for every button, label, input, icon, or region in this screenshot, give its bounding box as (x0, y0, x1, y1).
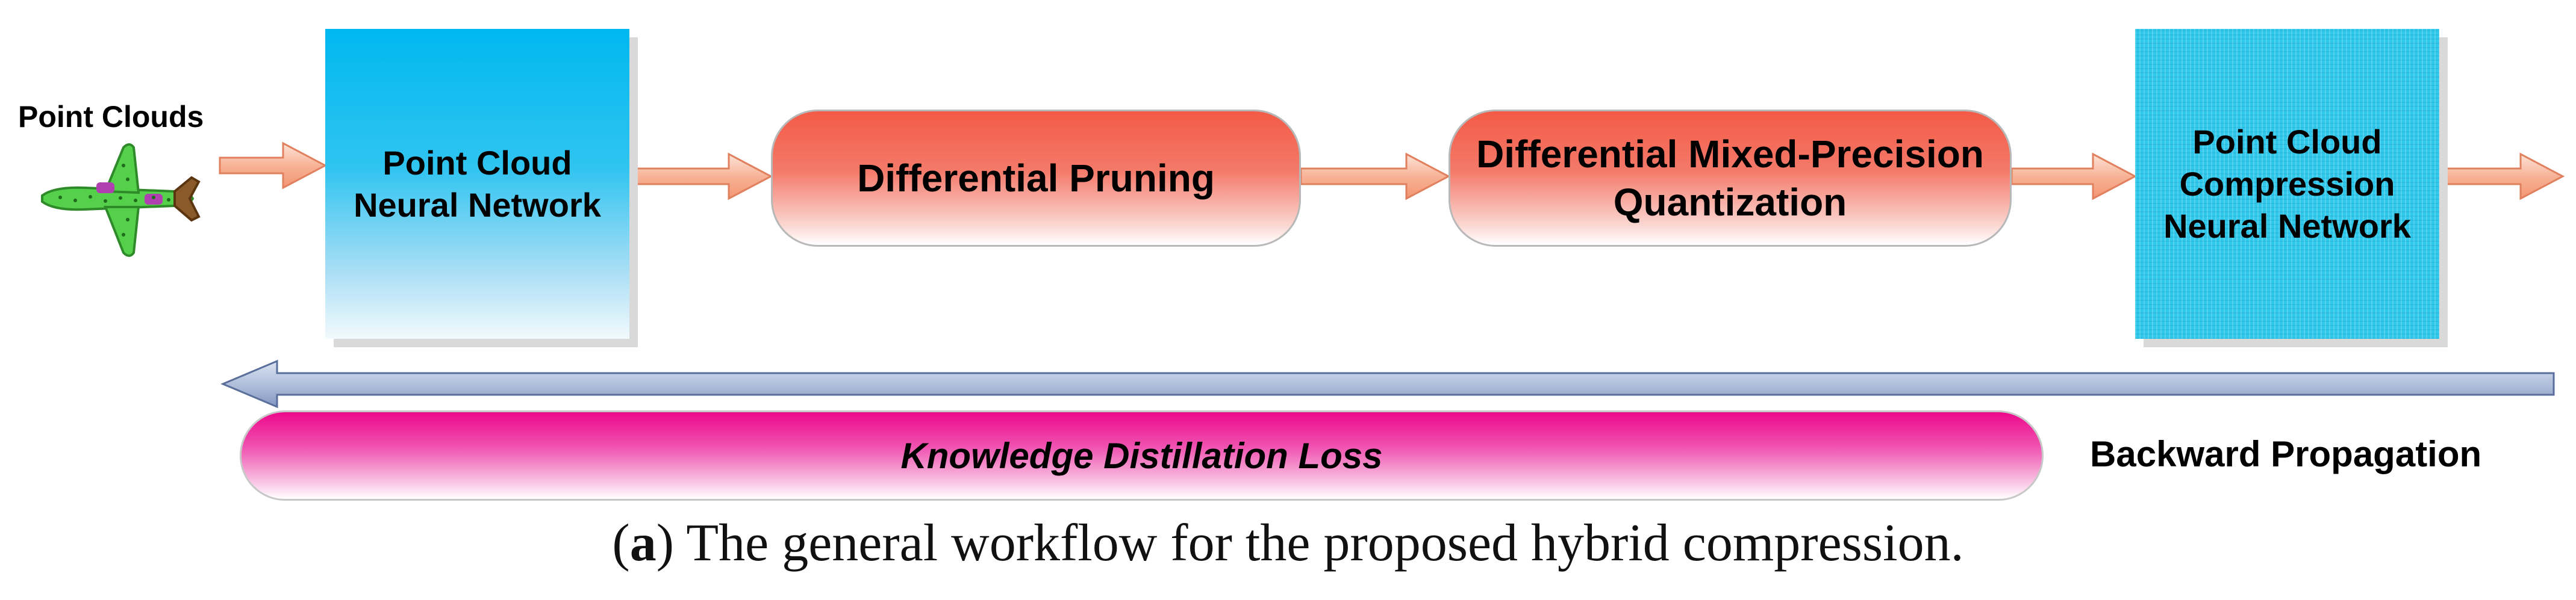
compression-neural-network-box: Point Cloud Compression Neural Network (2135, 29, 2439, 339)
mixed-precision-quantization-box: Differential Mixed-Precision Quantizatio… (1449, 110, 2012, 247)
point-cloud-neural-network-box: Point Cloud Neural Network (325, 29, 629, 339)
mixed-precision-quantization-label: Differential Mixed-Precision Quantizatio… (1476, 132, 1984, 224)
knowledge-distillation-loss-bar: Knowledge Distillation Loss (240, 410, 2044, 501)
figure-caption: (a) The general workflow for the propose… (612, 514, 1964, 572)
arrow-quant-to-compressed (2010, 152, 2138, 200)
backward-propagation-label: Backward Propagation (2090, 434, 2482, 474)
arrow-compressed-output (2444, 152, 2565, 200)
knowledge-distillation-loss-label: Knowledge Distillation Loss (900, 435, 1383, 476)
arrow-pruning-to-quant (1300, 152, 1451, 200)
caption-letter: a (629, 514, 656, 572)
arrow-pcnn-to-pruning (628, 152, 773, 200)
caption-text: The general workflow for the proposed hy… (686, 514, 1964, 572)
arrow-input-to-pcnn (219, 141, 328, 190)
backward-propagation-arrow (220, 359, 2555, 409)
differential-pruning-box: Differential Pruning (771, 110, 1301, 247)
airplane-point-cloud-icon (41, 143, 201, 257)
point-cloud-neural-network-label: Point Cloud Neural Network (354, 143, 601, 224)
point-clouds-label: Point Clouds (18, 100, 204, 134)
differential-pruning-label: Differential Pruning (857, 156, 1215, 200)
compression-neural-network-label: Point Cloud Compression Neural Network (2163, 122, 2411, 245)
